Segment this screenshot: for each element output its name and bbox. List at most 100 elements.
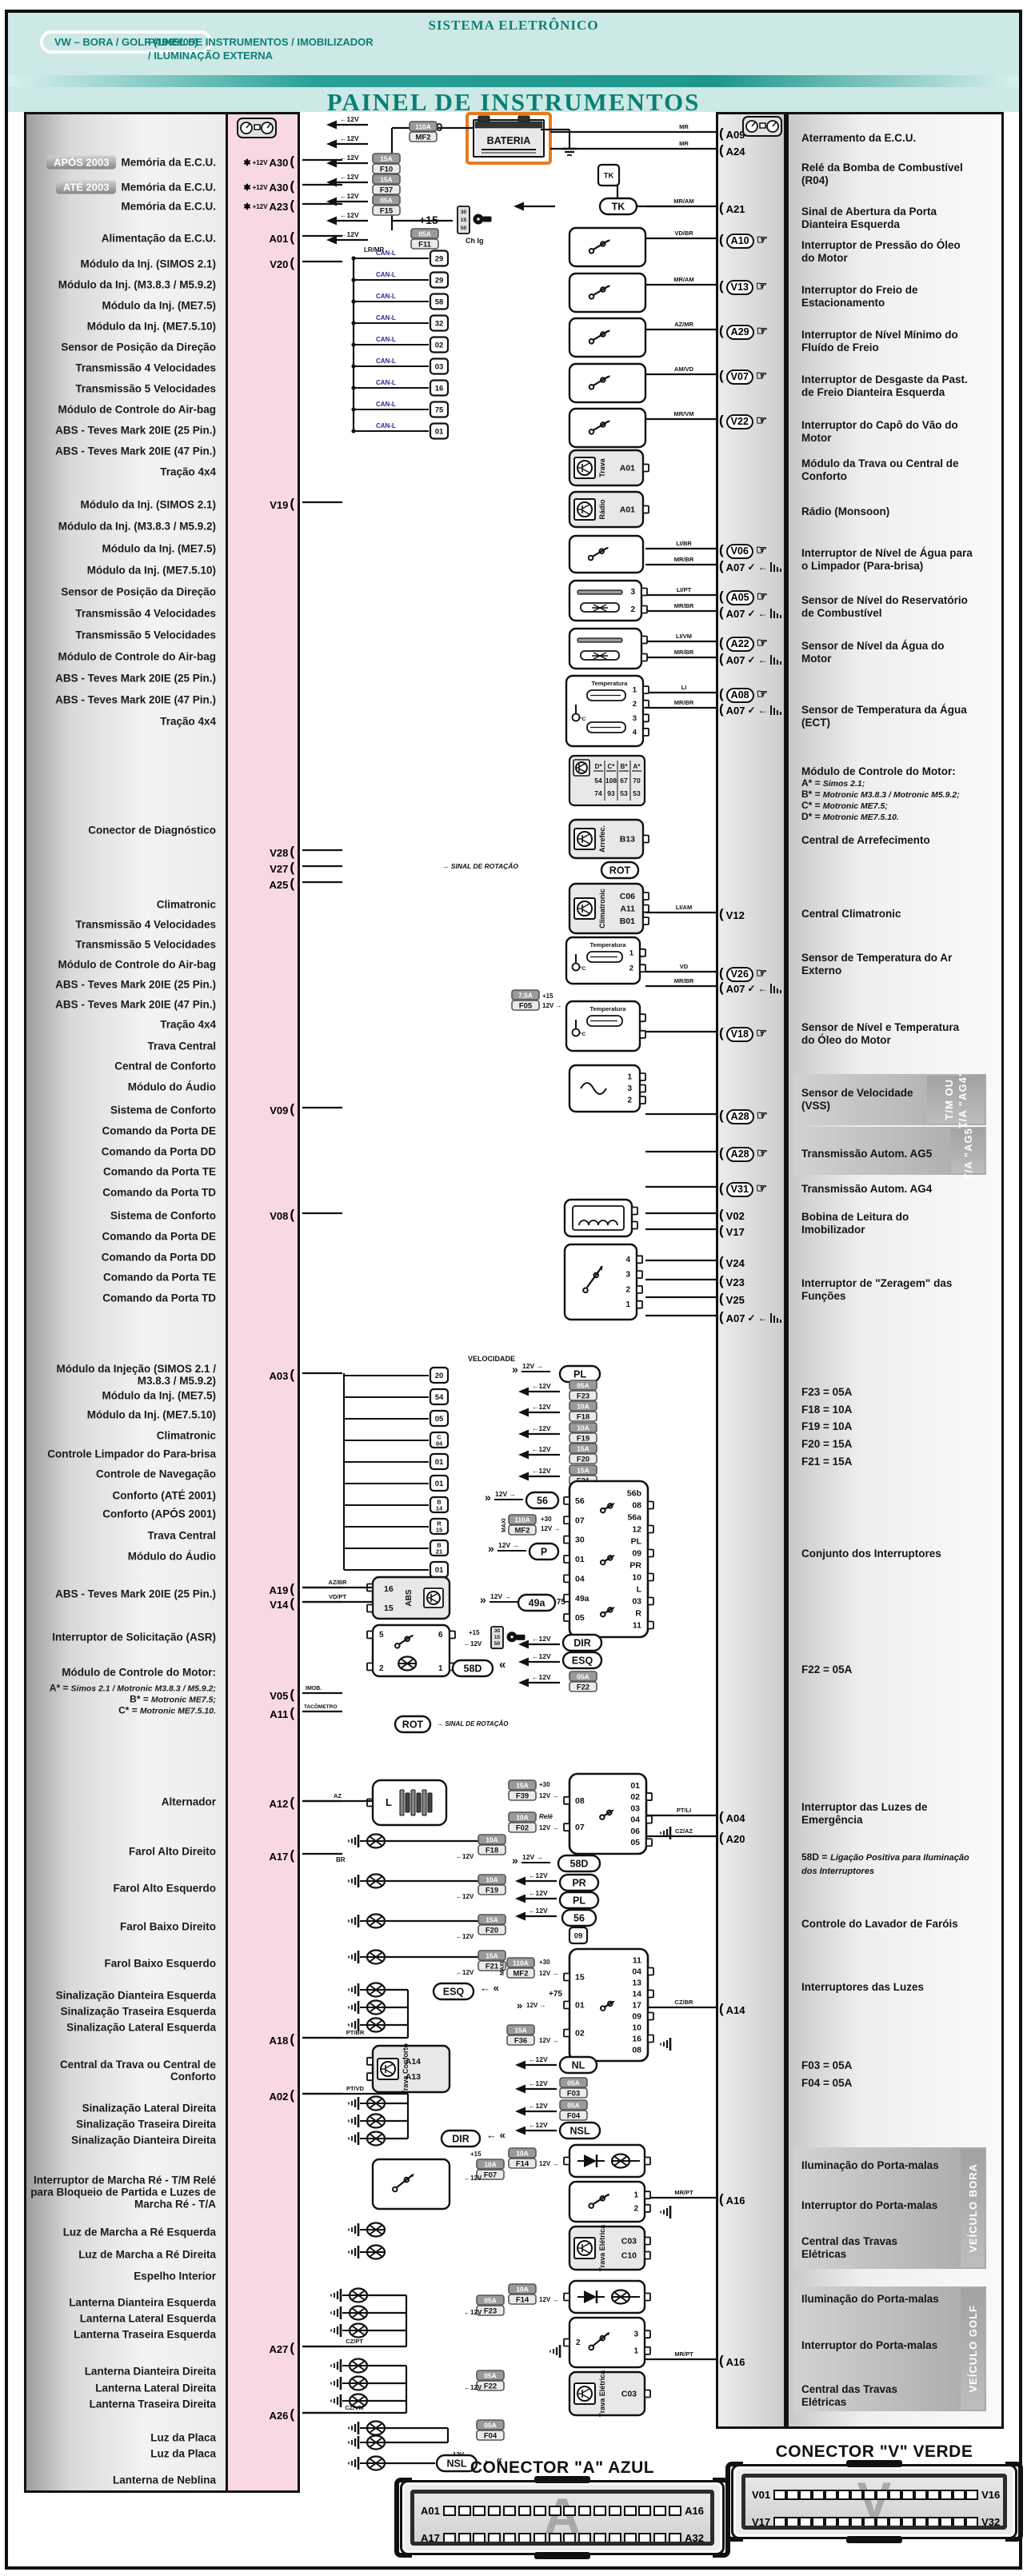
svg-text:F39: F39 — [516, 1792, 529, 1801]
svg-text:BR: BR — [336, 1856, 346, 1863]
harness-pin-A21: (A21 — [719, 200, 745, 215]
svg-text:12V →: 12V → — [539, 1824, 558, 1831]
svg-text:05A: 05A — [577, 1382, 589, 1390]
right-label: F03 = 05A — [801, 2059, 853, 2071]
svg-text:»: » — [512, 1363, 518, 1376]
svg-text:01: 01 — [575, 2001, 585, 2011]
svg-text:10A: 10A — [516, 2286, 529, 2294]
harness-pin-V26: (V26☞ — [719, 965, 768, 982]
panel-pin-V08: V08( — [270, 1207, 294, 1222]
connector-pin — [876, 2517, 889, 2526]
ground-icon — [769, 562, 782, 572]
svg-text:L: L — [386, 1796, 392, 1808]
svg-text:DIR: DIR — [452, 2134, 470, 2145]
vertical-section-label: VEÍCULO BORA — [961, 2149, 985, 2267]
left-label: Comando da Porta DE — [102, 1124, 216, 1137]
right-label: F18 = 10A — [801, 1404, 853, 1416]
svg-text:R: R — [635, 1609, 641, 1619]
svg-text:←12V: ←12V — [456, 1893, 474, 1900]
svg-text:MR/PT: MR/PT — [674, 2189, 693, 2196]
connector-pin — [593, 2506, 606, 2516]
harness-pin-A07: (A07✓← — [719, 701, 782, 718]
svg-text:NSL: NSL — [570, 2126, 590, 2137]
connector-pin — [458, 2533, 471, 2542]
left-label: Módulo da Inj. (M3.8.3 / M5.9.2) — [58, 520, 216, 533]
svg-text:56: 56 — [575, 1496, 585, 1506]
svg-text:05: 05 — [435, 1415, 444, 1424]
svg-text:15A: 15A — [380, 176, 393, 184]
svg-text:49a: 49a — [575, 1594, 589, 1604]
connector-pin — [503, 2533, 517, 2542]
svg-text:04: 04 — [630, 1815, 640, 1825]
svg-text:10: 10 — [632, 1573, 641, 1583]
svg-text:←12V: ←12V — [464, 2309, 482, 2316]
svg-text:F18: F18 — [486, 1847, 498, 1855]
svg-text:06: 06 — [630, 1827, 640, 1836]
right-label: F23 = 05A — [801, 1386, 853, 1398]
svg-text:05A: 05A — [484, 2372, 497, 2380]
svg-text:Rádio: Rádio — [598, 499, 606, 520]
svg-text:CAN-L: CAN-L — [376, 271, 396, 278]
left-label: Transmissão 5 Velocidades — [75, 938, 216, 951]
svg-text:01: 01 — [435, 1566, 444, 1575]
connector-pin — [638, 2506, 652, 2516]
panel-pin-V09: V09( — [270, 1101, 294, 1116]
svg-text:AM/VD: AM/VD — [674, 365, 694, 373]
connector-pin — [825, 2490, 838, 2500]
svg-text:CAN-L: CAN-L — [376, 250, 396, 257]
svg-text:←12V: ←12V — [340, 230, 359, 238]
left-label: Transmissão 5 Velocidades — [75, 629, 216, 641]
svg-text:C03: C03 — [621, 2390, 637, 2399]
svg-text:3: 3 — [633, 2330, 638, 2339]
svg-text:11: 11 — [633, 1621, 641, 1631]
svg-text:2: 2 — [576, 2338, 581, 2347]
highlight-band — [794, 2147, 986, 2269]
svg-text:BATERIA: BATERIA — [487, 135, 531, 146]
svg-text:←12V: ←12V — [532, 1673, 551, 1681]
svg-text:ROT: ROT — [609, 865, 631, 877]
svg-text:LI/BR: LI/BR — [676, 540, 692, 547]
harness-pin-V12: (V12 — [719, 906, 745, 921]
svg-text:←12V: ←12V — [340, 134, 359, 142]
harness-pin-A16: (A16 — [719, 2353, 745, 2368]
svg-text:B: B — [437, 1542, 442, 1549]
svg-text:LR/MR: LR/MR — [364, 246, 385, 254]
pointing-hand-icon: ☞ — [755, 1027, 768, 1040]
left-label: Conforto (APÓS 2001) — [102, 1508, 216, 1520]
connector-title: CONECTOR "A" AZUL — [470, 2458, 655, 2477]
svg-text:←12V: ←12V — [340, 192, 359, 200]
svg-text:12V →: 12V → — [539, 1792, 558, 1799]
harness-pin-V06: (V06☞ — [719, 542, 768, 559]
svg-text:C: C — [437, 1434, 442, 1441]
harness-pin-V22: (V22☞ — [719, 413, 768, 429]
svg-text:CAN-L: CAN-L — [376, 314, 396, 322]
svg-text:30: 30 — [461, 210, 467, 215]
svg-text:PT/BR: PT/BR — [346, 2029, 365, 2036]
svg-text:+30: +30 — [539, 1959, 550, 1966]
ground-icon — [769, 655, 782, 665]
svg-text:«: « — [499, 1658, 506, 1671]
svg-text:AZ: AZ — [334, 1792, 342, 1799]
right-label: Sensor de Nível do Reservatório de Combu… — [801, 594, 968, 619]
left-label: ABS - Teves Mark 20IE (25 Pin.) — [55, 978, 216, 991]
svg-text:°C: °C — [580, 965, 586, 972]
pointing-hand-icon: ☞ — [756, 637, 768, 650]
svg-text:Relé: Relé — [539, 1813, 553, 1820]
svg-text:CAN-L: CAN-L — [376, 357, 396, 365]
harness-pin-V25: (V25 — [719, 1291, 745, 1306]
svg-text:LI: LI — [681, 684, 687, 691]
svg-text:56: 56 — [537, 1496, 548, 1507]
svg-text:1: 1 — [633, 2191, 638, 2200]
svg-text:10A: 10A — [516, 1814, 529, 1822]
svg-text:F07: F07 — [484, 2171, 497, 2180]
svg-text:MR/BR: MR/BR — [674, 556, 694, 563]
connector-pin — [850, 2490, 864, 2500]
connector-pin — [837, 2517, 851, 2526]
svg-text:12: 12 — [632, 1525, 641, 1535]
svg-text:F14: F14 — [516, 2160, 529, 2169]
pointing-hand-icon: ☞ — [756, 590, 768, 604]
harness-pin-A07: (A07✓← — [719, 1309, 782, 1326]
